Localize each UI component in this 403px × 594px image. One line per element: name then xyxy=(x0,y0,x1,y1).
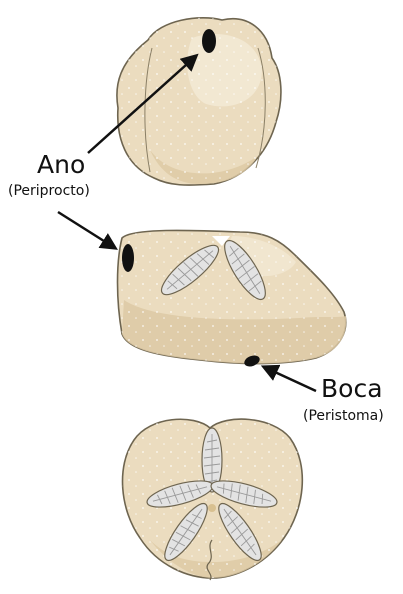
arrow-anus-side xyxy=(58,212,115,248)
urchin-posterior-view xyxy=(117,18,281,185)
periproct-opening-top xyxy=(202,29,216,53)
apical-disc xyxy=(208,504,216,512)
mouth-label: Boca (Peristoma) xyxy=(303,374,384,424)
anus-label-main: Ano xyxy=(37,150,85,179)
mouth-label-sub: (Peristoma) xyxy=(303,408,384,424)
periproct-opening-side xyxy=(122,244,134,272)
mouth-label-main: Boca xyxy=(321,374,383,403)
urchin-lateral-view xyxy=(118,230,347,368)
anus-label-sub: (Periprocto) xyxy=(8,183,90,199)
urchin-aboral-view xyxy=(123,419,303,580)
arrow-mouth xyxy=(264,367,316,391)
anus-label: Ano (Periprocto) xyxy=(8,150,90,199)
